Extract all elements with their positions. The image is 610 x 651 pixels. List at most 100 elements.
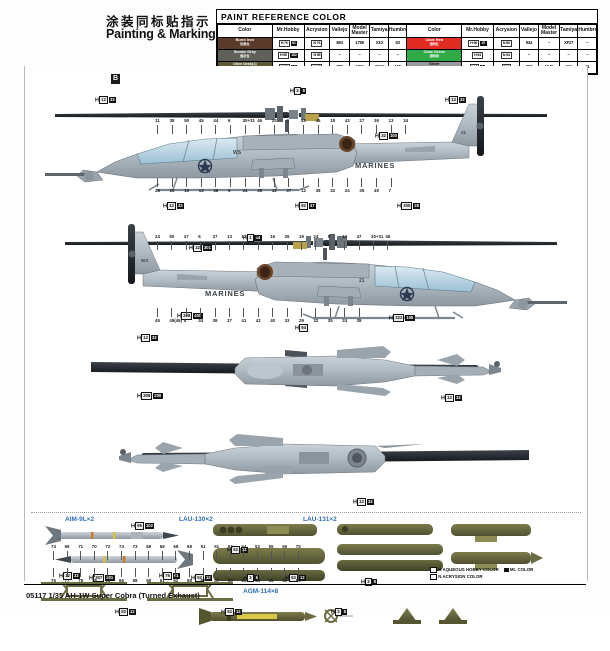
page-header: 涂装同标贴指示 Painting & Marking guide PAINT R… — [0, 0, 610, 75]
acrysion-code-chip: N 95 — [311, 52, 323, 59]
leader-line — [297, 568, 299, 577]
leader-line — [303, 178, 304, 187]
national-insignia-2 — [399, 286, 415, 302]
part-number: 45 — [155, 318, 160, 323]
part-number: 38 — [356, 318, 362, 323]
top-canopy — [247, 363, 283, 379]
leader-line — [185, 308, 187, 317]
leader-line — [215, 125, 217, 134]
callout-mrcolor-code: 12 — [204, 575, 212, 581]
part-number: 12 — [301, 188, 306, 193]
bottom-stabilizer-lower — [155, 462, 183, 472]
callout-mrcolor-code: 33 — [176, 203, 184, 209]
leader-line — [301, 308, 302, 317]
paint-vallejo-cell-right: – — [518, 49, 540, 62]
mrhobby-code-chip: H 95 — [277, 52, 289, 59]
insignia-star — [198, 160, 212, 173]
part-number: 39 — [212, 318, 218, 323]
callout-prefix: H — [177, 313, 181, 320]
rotor-hub-2 — [314, 238, 323, 247]
part-number: 42 — [255, 318, 261, 323]
part-number: 24 — [342, 318, 348, 323]
leader-line — [405, 125, 407, 134]
part-number: 34 — [198, 318, 204, 323]
callout-mrcolor-code: 105 — [404, 315, 415, 321]
bottom-stabilizer-upper — [155, 442, 183, 454]
leader-line — [301, 241, 302, 250]
part-number: 30+31 — [371, 234, 384, 239]
paint-humbrol-cell-left: – — [387, 49, 408, 62]
callout-mrcolor-code: 12 — [240, 547, 248, 553]
part-number: 68 — [187, 544, 192, 549]
leader-line — [107, 568, 109, 577]
part-number: 36 — [374, 118, 379, 123]
part-number: 14 — [198, 188, 204, 193]
part-number: 51 — [200, 544, 206, 549]
horizontal-stabilizer-2 — [177, 274, 207, 280]
legend-mrcolor-label: Mr. COLOR — [509, 567, 534, 572]
part-number: 24 — [313, 234, 319, 239]
part-number: 39 — [315, 188, 321, 193]
top-rotor-hub — [302, 365, 312, 375]
gun-barrel-2 — [527, 301, 567, 304]
leader-line — [329, 308, 331, 317]
paint-acrysion-cell-left: N 95 — [303, 49, 331, 62]
leader-line — [148, 551, 150, 560]
part-number: 71 — [78, 544, 84, 549]
part-number: 24 — [344, 188, 350, 193]
paint-tamiya-cell-left: X10 — [369, 37, 389, 50]
callout-mrcolor-code: 100 — [388, 133, 399, 139]
rotor-link-2 — [306, 236, 311, 248]
leader-line — [270, 551, 272, 560]
callout-mrcolor-code: 33 — [454, 395, 462, 401]
leader-line — [186, 125, 188, 134]
part-number: 68 — [132, 578, 138, 583]
paint-name-en: Burnt Iron — [235, 38, 254, 42]
part-number: 68 — [187, 578, 192, 583]
paint-mrhobby-cell-right: H 94 — [461, 49, 494, 62]
part-number: 30+31 — [242, 118, 255, 123]
marines-text-left: MARINES — [355, 161, 395, 170]
callout-prefix: H — [59, 573, 63, 580]
tail-rotor-hub — [476, 122, 484, 130]
part-number: 13 — [227, 234, 232, 239]
paint-reference-table: PAINT REFERENCE COLOR Color Mr.Hobby Acr… — [216, 9, 598, 75]
leader-line — [229, 308, 230, 317]
marines-text-right: MARINES — [205, 289, 245, 298]
rotor-head — [265, 108, 275, 120]
paint-vallejo-cell-left: 863 — [329, 37, 350, 50]
leader-line — [214, 308, 216, 317]
leader-line — [344, 241, 346, 250]
part-number: 40 — [270, 318, 276, 323]
part-number: 77 — [64, 578, 70, 583]
leader-line — [229, 551, 231, 560]
leader-line — [202, 551, 204, 560]
part-number: 6 — [198, 234, 201, 239]
leader-line — [387, 241, 389, 250]
th-mrhobby-left: Mr.Hobby — [271, 24, 305, 38]
leader-line — [315, 241, 317, 250]
mrcolor-code-chip: 61 — [290, 41, 298, 46]
top-stub-wing-upper — [337, 346, 391, 358]
callout-prefix: H — [285, 575, 289, 582]
tail-rotor-hub-2 — [128, 250, 136, 258]
leader-line — [257, 241, 259, 250]
page-title-chinese: 涂装同标贴指示 — [106, 15, 212, 29]
leader-line — [230, 178, 231, 187]
skid-struts-2 — [334, 305, 440, 319]
th-color-left: Color — [217, 24, 273, 38]
rotor-mast — [277, 106, 283, 122]
rotor-shaft-2 — [323, 248, 327, 260]
leader-line — [185, 241, 187, 250]
bottom-tail-rotor-hub — [120, 449, 126, 455]
